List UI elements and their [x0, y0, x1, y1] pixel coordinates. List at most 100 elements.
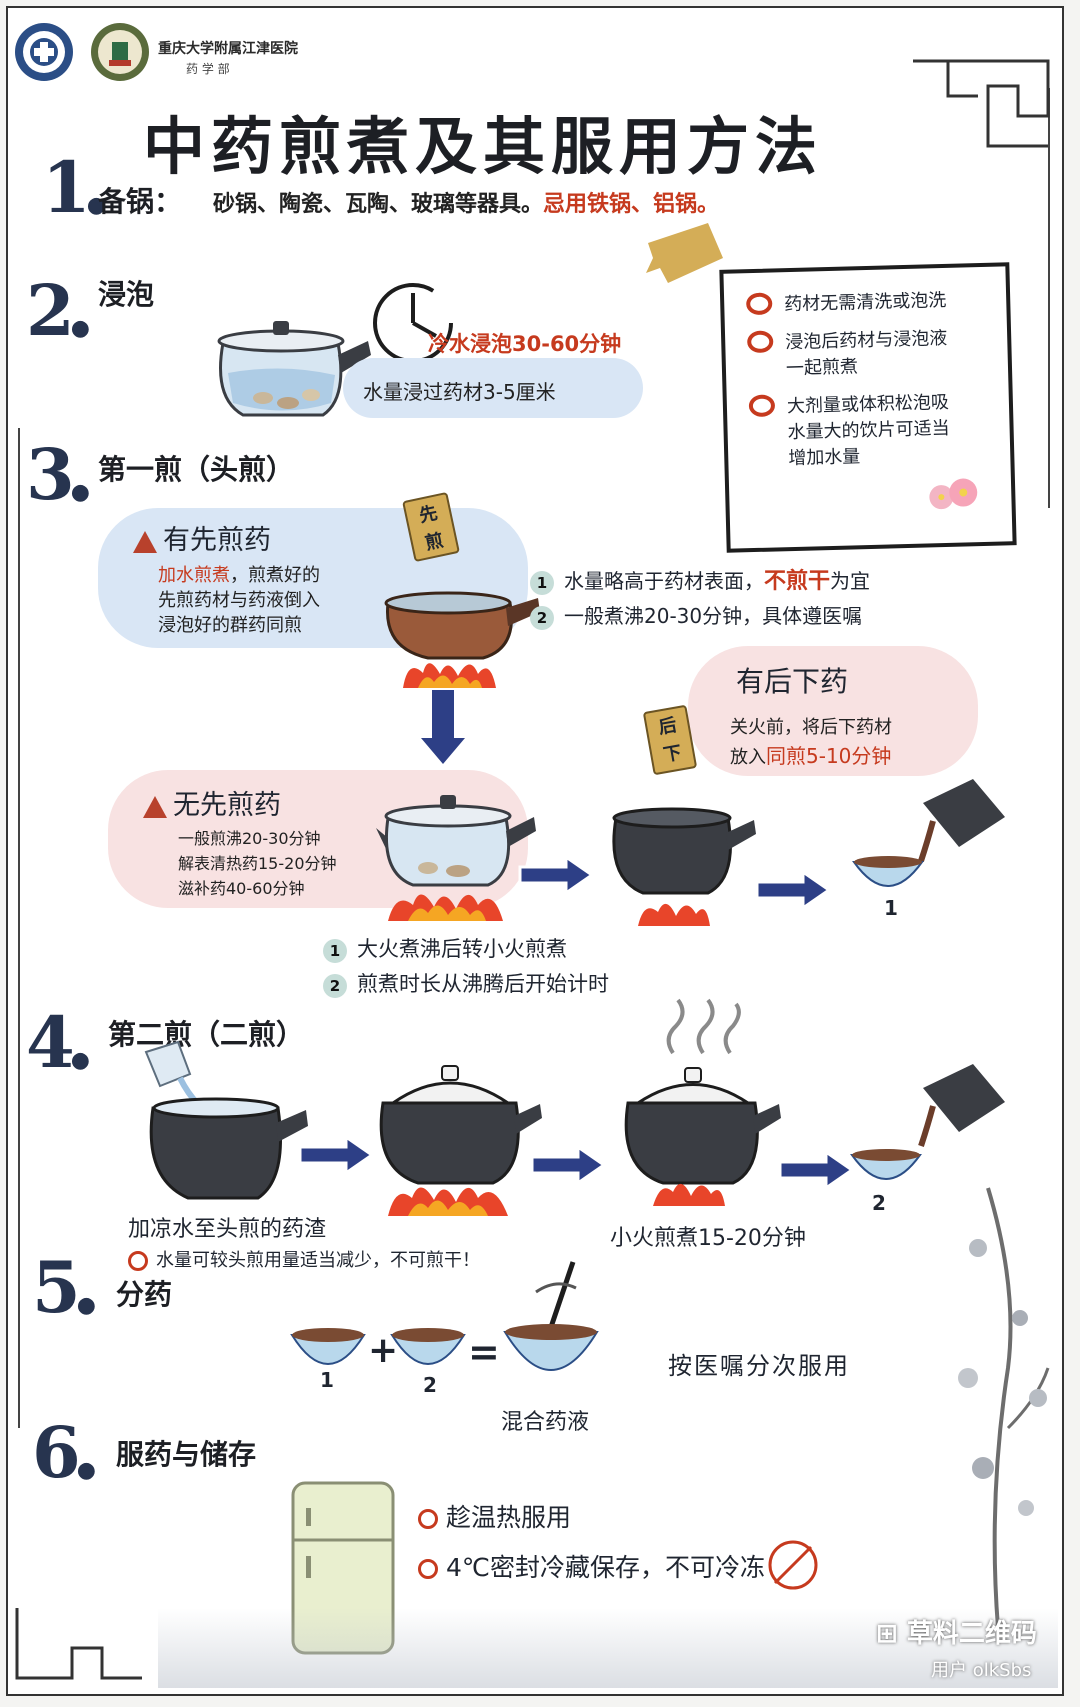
pre-decoction-title: 有先煎药	[133, 518, 271, 557]
storage-tip-2: 4℃密封冷藏保存，不可冷冻	[418, 1548, 765, 1584]
note-2-badge: 2	[530, 606, 554, 630]
pharmacy-logo-icon	[91, 23, 149, 81]
post-decoction-jar-label: 后下	[656, 714, 684, 767]
mixed-label: 混合药液	[501, 1410, 590, 1435]
section-3-label: 第一煎（头煎）	[98, 453, 295, 486]
section-2-label: 浸泡	[98, 278, 155, 311]
bowl-icon	[850, 1149, 922, 1180]
tip-card: 药材无需清洗或泡洗 浸泡后药材与浸泡液一起煎煮 大剂量或体积松泡吸水量大的饮片可…	[719, 262, 1017, 553]
section-4-number: 4●	[26, 1001, 90, 1084]
warning-triangle-icon	[143, 795, 167, 818]
hospital-logo-icon	[15, 23, 73, 81]
second-decoction-note: 水量可较头煎用量适当减少，不可煎干！	[128, 1246, 480, 1272]
note-1-red: 不煎干	[764, 569, 831, 594]
clay-pot-illustration	[384, 591, 540, 688]
frame-line-right	[1048, 88, 1050, 508]
flow-arrow-right-icon	[518, 854, 595, 896]
soak-water-level: 水量浸过药材3-5厘米	[363, 380, 556, 404]
bullet-ring-icon	[748, 394, 776, 418]
flow-arrow-down	[432, 690, 454, 740]
tip-1-badge: 1	[323, 939, 347, 963]
org-name: 重庆大学附属江津医院	[158, 41, 298, 57]
page-title: 中药煎煮及其服用方法	[143, 110, 824, 183]
pre-decoction-jar-label: 先煎	[417, 502, 446, 555]
post-decoction-wash	[688, 646, 978, 776]
soak-time: 冷水浸泡30-60分钟	[428, 332, 622, 356]
tip-1-text: 大火煮沸后转小火煎煮	[357, 937, 567, 961]
flow-arrow-right-icon	[530, 1144, 607, 1186]
section-6-number: 6●	[32, 1411, 96, 1494]
bullet-ring-icon	[418, 1559, 438, 1579]
tip-item-1-text: 药材无需清洗或泡洗	[784, 289, 947, 316]
bullet-ring-icon	[746, 330, 774, 354]
post-decoction-line2: 放入	[730, 747, 766, 768]
qr-watermark-title: ⊞ 草料二维码	[876, 1613, 1037, 1650]
tip-item-3: 大剂量或体积松泡吸水量大的饮片可适当增加水量	[748, 389, 991, 473]
pre-decoction-text: 加水煎煮，煎煮好的 先煎药材与药液倒入 浸泡好的群药同煎	[158, 563, 320, 638]
note-1-text-b: 为宜	[830, 569, 871, 593]
section-1-label: 备锅：	[98, 185, 183, 218]
frame-deco-bottomleft	[15, 1608, 142, 1680]
section-1-number: 1●	[42, 146, 106, 229]
steam-icon	[666, 998, 741, 1055]
section-1-text: 砂锅、陶瓷、瓦陶、玻璃等器具。忌用铁锅、铝锅。	[213, 186, 719, 218]
bowl-icon	[390, 1328, 466, 1365]
flow-arrow-right-icon	[298, 1134, 375, 1176]
equals-icon: =	[468, 1330, 500, 1374]
post-decoction-title: 有后下药	[736, 665, 849, 698]
pouring-pot-icon	[918, 1064, 1005, 1147]
section-3-number: 3●	[26, 433, 90, 516]
frame-deco-topright	[913, 59, 1050, 148]
second-decoction-caption-1: 加凉水至头煎的药渣	[128, 1217, 327, 1242]
ink-wash-bottom	[158, 1608, 1058, 1688]
tip-item-1: 药材无需清洗或泡洗	[745, 287, 987, 319]
flow-arrow-right-icon	[755, 869, 832, 911]
tip-item-2-line2: 一起煎煮	[785, 356, 859, 380]
no-pre-decoction-title-text: 无先煎药	[173, 790, 281, 821]
pre-decoction-line3: 浸泡好的群药同煎	[158, 615, 302, 636]
tip-item-2: 浸泡后药材与浸泡液一起煎煮	[746, 325, 988, 383]
post-decoction-text: 关火前，将后下药材 放入同煎5-10分钟	[730, 714, 892, 772]
section-5-number: 5●	[32, 1246, 96, 1329]
storage-tip-1-text: 趁温热服用	[446, 1503, 572, 1532]
section-3-digit: 3	[26, 433, 75, 516]
pre-decoction-title-text: 有先煎药	[163, 525, 271, 556]
tip-item-3-line1: 大剂量或体积松泡吸	[786, 391, 950, 418]
pouring-pot-icon	[918, 779, 1005, 862]
bowl-icon	[852, 856, 924, 887]
bullet-ring-icon	[418, 1509, 438, 1529]
storage-tip-1: 趁温热服用	[418, 1498, 571, 1534]
tip-item-2-text: 浸泡后药材与浸泡液一起煎煮	[785, 326, 948, 382]
no-pre-decoction-text: 一般煎沸20-30分钟 解表清热药15-20分钟 滋补药40-60分钟	[178, 826, 337, 901]
post-decoction-red: 同煎5-10分钟	[766, 744, 892, 768]
decoction-tip-1: 1 大火煮沸后转小火煎煮	[323, 933, 567, 963]
dose-instruction: 按医嘱分次服用	[668, 1352, 850, 1380]
soaking-pot-illustration	[217, 321, 371, 417]
section-2-digit: 2	[26, 269, 75, 352]
bullet-ring-icon	[745, 292, 773, 316]
note-2-text: 一般煮沸20-30分钟，具体遵医嘱	[564, 604, 863, 628]
split-bowl-1-label: 1	[320, 1368, 334, 1392]
steaming-pot-fire-illustration	[624, 1067, 781, 1206]
bullet-ring-icon	[128, 1251, 148, 1271]
covered-pot-fire-illustration	[379, 1065, 542, 1216]
section-5-digit: 5	[32, 1246, 81, 1329]
black-pot-illustration	[149, 1097, 308, 1200]
section-6-label: 服药与储存	[116, 1438, 257, 1471]
tip-item-3-line3: 增加水量	[788, 446, 861, 470]
vessel-list: 砂锅、陶瓷、瓦陶、玻璃等器具。	[213, 192, 544, 217]
bowl-icon	[290, 1328, 366, 1365]
section-4-label: 第二煎（二煎）	[108, 1018, 305, 1051]
first-decoction-note-2: 2 一般煮沸20-30分钟，具体遵医嘱	[530, 600, 862, 630]
note-1-badge: 1	[530, 571, 554, 595]
split-bowl-2-label: 2	[423, 1373, 437, 1397]
flower-icon	[929, 478, 978, 510]
qr-watermark-text: 草料二维码	[906, 1619, 1037, 1649]
post-decoction-line1: 关火前，将后下药材	[730, 717, 892, 738]
tip-2-text: 煎煮时长从沸腾后开始计时	[357, 972, 609, 996]
no-pre-line1: 一般煎沸20-30分钟	[178, 829, 321, 848]
no-freeze-icon	[768, 1540, 818, 1590]
second-decoction-caption-2: 小火煎煮15-20分钟	[610, 1226, 806, 1251]
